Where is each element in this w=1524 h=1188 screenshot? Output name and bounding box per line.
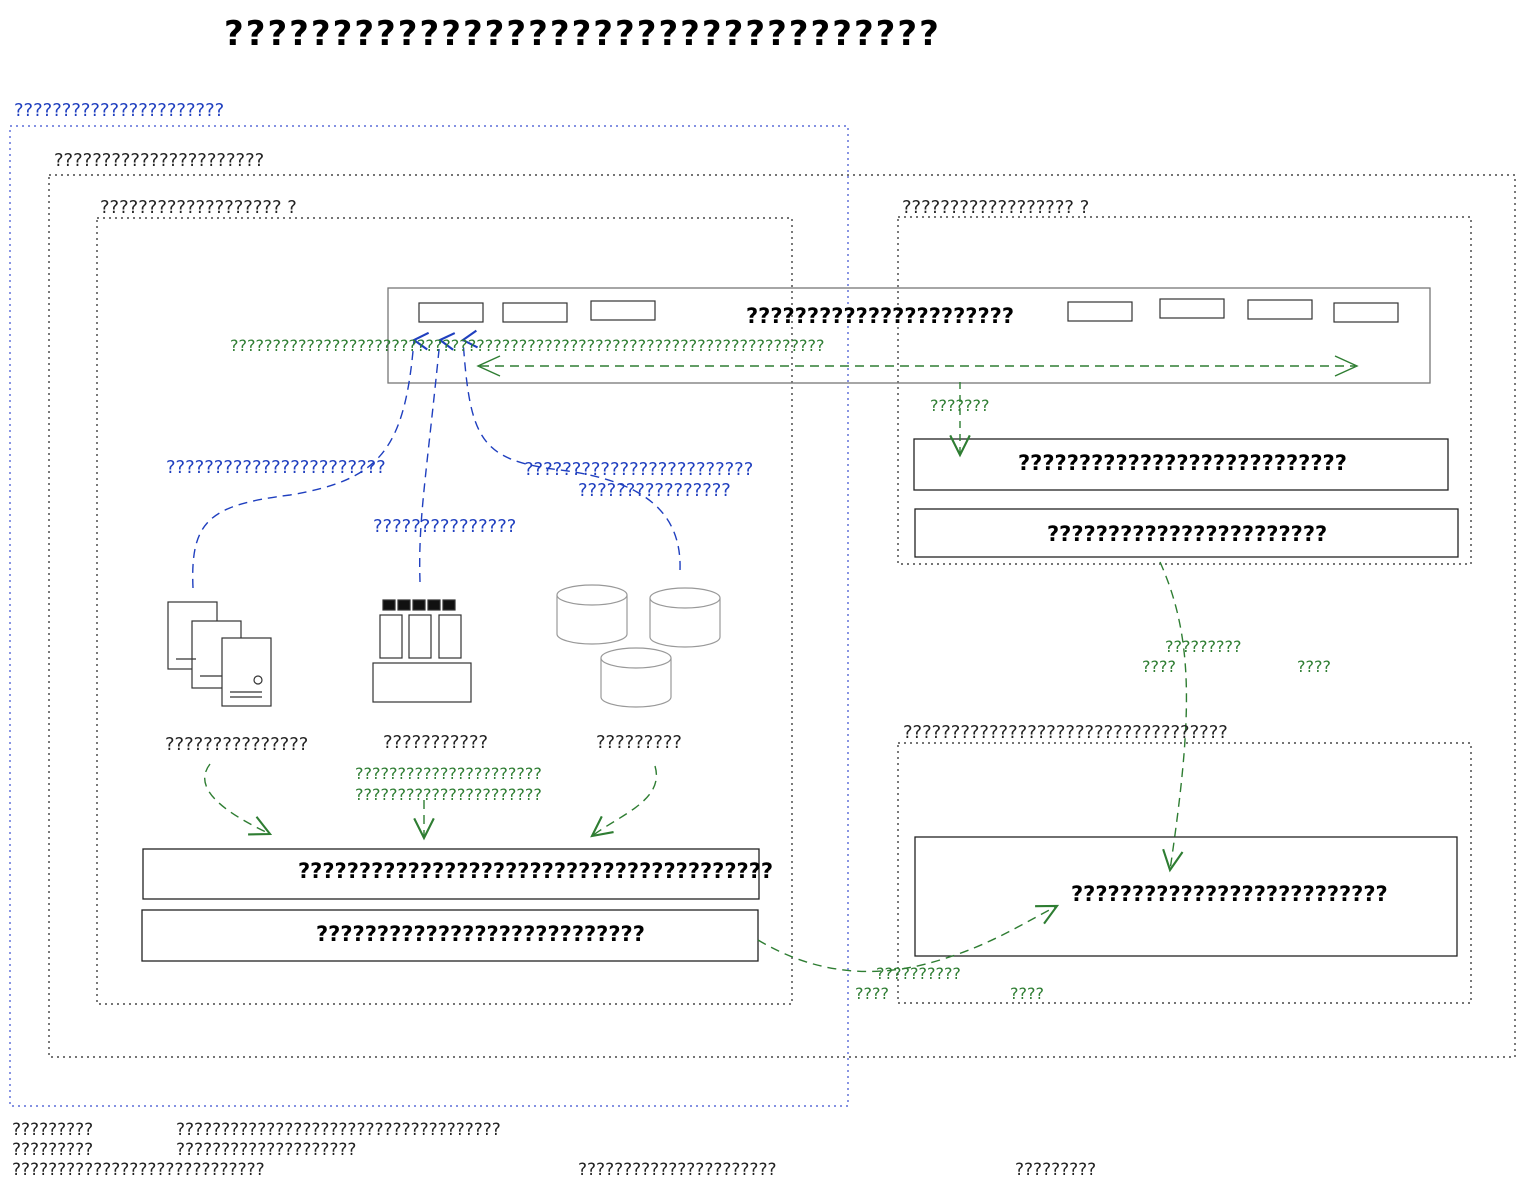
edge-left-box-2-to-right-box-3 [757,904,1060,973]
edge-label-bottom-line2b: ???? [1010,984,1044,1003]
banner-note: ????????????????????????????????????????… [230,336,825,355]
edge-label-right-line2b: ???? [1297,657,1331,676]
server-rack-icon [372,599,472,703]
diagram-title: ????????????????????????????????? [224,14,941,54]
footnote-3-text: ???????????????????????????? [12,1160,265,1180]
banner-slot [1247,299,1313,320]
banner-slot [590,300,656,321]
footnote-2-text: ???????????????????? [176,1140,357,1160]
banner-slot [1067,301,1133,322]
right-box-2 [914,508,1459,558]
right-box-3-label: ?????????????????????????? [1071,882,1388,906]
banner-slot [502,302,568,323]
footnote-1-text: ???????????????????????????????????? [176,1120,501,1140]
outer-black-region-label: ?????????????????????? [54,150,265,171]
banner-slot [1159,298,1225,319]
edge-label-bottom-line1: ?????????? [876,964,961,983]
edge-label-right-line2a: ???? [1142,657,1176,676]
databases-label: ????????? [596,732,682,753]
arrowhead-left [476,355,501,377]
banner-box-label: ?????????????????????? [746,304,1014,328]
outer-blue-region [9,125,849,1107]
footnote-1-key: ????????? [12,1120,94,1140]
database-cluster-icon [556,584,721,708]
right-top-group-label: ?????????????????? ? [902,197,1090,218]
arrowhead-right [1334,355,1359,377]
right-box-2-label: ??????????????????????? [1047,522,1328,546]
edge-label-docs: ??????????????????????? [166,457,386,478]
edge-label-servers: ??????????????? [373,516,517,537]
edge-label-databases-line1: ???????????????????????? [524,459,754,480]
left-group-region [96,217,793,1005]
right-box-1 [913,438,1449,491]
left-box-2 [141,909,759,962]
right-top-group-region [897,216,1472,565]
left-box-1 [142,848,760,900]
banner-box [387,287,1431,384]
right-bottom-group-label: ?????????????????????????????????? [903,722,1228,743]
edge-label-sources-line2: ?????????????????????? [355,785,542,804]
edge-label-bottom-line2a: ???? [855,984,889,1003]
edge-label-banner-down: ??????? [930,396,990,415]
outer-black-region [48,174,1516,1058]
servers-label: ??????????? [383,732,489,753]
left-box-1-label: ??????????????????????????????????????? [298,859,774,883]
documents-label: ??????????????? [165,734,309,755]
right-bottom-group-region [897,742,1472,1004]
right-box-1-label: ??????????????????????????? [1018,451,1347,475]
edge-right-box-2-to-right-box-3 [1159,561,1188,873]
edge-docs-to-banner [192,331,430,589]
edge-label-databases-line2: ???????????????? [578,480,731,501]
banner-slot [1333,302,1399,323]
edge-servers-to-banner [419,332,456,583]
right-box-3 [914,836,1458,957]
edge-label-right-line1: ????????? [1165,637,1242,656]
edge-databases-to-left-box [590,765,658,838]
left-group-label: ??????????????????? ? [100,197,297,218]
edge-databases-to-banner [460,329,681,571]
document-stack-icon [167,601,272,707]
left-box-2-label: ??????????????????????????? [316,922,645,946]
banner-slot [418,302,484,323]
edge-docs-to-left-box [204,763,273,836]
edge-label-sources-line1: ?????????????????????? [355,764,542,783]
footnote-2-key: ????????? [12,1140,94,1160]
footnote-3-text-c: ????????? [1015,1160,1097,1180]
footnote-3-text-b: ?????????????????????? [578,1160,777,1180]
outer-blue-region-label: ?????????????????????? [14,100,225,121]
